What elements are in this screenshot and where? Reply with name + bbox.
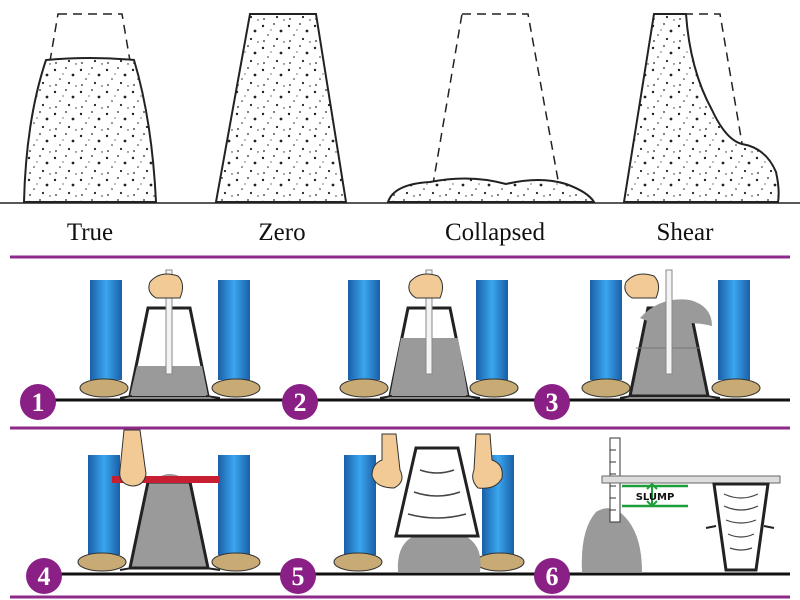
empty-mold <box>712 482 770 572</box>
slump-type-true <box>22 13 158 203</box>
boot-left <box>90 280 122 380</box>
step-3-number: 3 <box>546 388 559 417</box>
slump-type-shear <box>622 13 780 203</box>
step-5-panel <box>333 433 525 572</box>
shoe-right <box>211 378 261 398</box>
label-zero: Zero <box>258 219 305 246</box>
slumped-concrete <box>397 531 481 572</box>
step-1-number: 1 <box>32 388 45 417</box>
shoe-right <box>475 552 525 572</box>
step-6-number: 6 <box>546 562 559 591</box>
boot-right <box>218 455 250 555</box>
step-6-panel: SLUMP <box>581 437 781 572</box>
step-5-badge: 5 <box>280 558 316 594</box>
lifted-mold <box>394 446 480 538</box>
tamping-rod <box>665 269 673 375</box>
step-4-number: 4 <box>38 562 51 591</box>
step-2-badge: 2 <box>282 384 318 420</box>
boot-left <box>590 280 622 380</box>
shoe-left <box>339 378 389 398</box>
hand <box>148 273 184 299</box>
hand <box>119 429 147 487</box>
tamping-rod <box>165 269 173 375</box>
shoe-left <box>79 378 129 398</box>
boot-right <box>476 280 508 380</box>
hand <box>624 273 660 299</box>
label-collapsed: Collapsed <box>445 219 545 246</box>
shoe-left <box>581 378 631 398</box>
step-2-number: 2 <box>294 388 307 417</box>
shoe-left <box>77 552 127 572</box>
slump-type-collapsed <box>386 13 596 203</box>
hand-right <box>472 433 503 489</box>
slumped-concrete <box>581 508 642 572</box>
boot-left <box>88 455 120 555</box>
concrete-fill <box>130 366 208 396</box>
mold-filled <box>128 480 210 570</box>
tamping-rod <box>425 269 433 375</box>
hand <box>408 273 444 299</box>
shoe-left <box>333 552 383 572</box>
label-true: True <box>67 219 113 246</box>
step-4-badge: 4 <box>26 558 62 594</box>
concrete-heap <box>640 299 712 326</box>
step-6-badge: 6 <box>534 558 570 594</box>
straight-edge <box>601 475 781 484</box>
strike-off-rod <box>112 476 220 483</box>
boot-right <box>218 280 250 380</box>
hand-left <box>371 433 403 489</box>
boot-right <box>718 280 750 380</box>
step-1-panel <box>79 269 261 399</box>
boot-left <box>348 280 380 380</box>
shoe-right <box>211 552 261 572</box>
boot-left <box>344 455 376 555</box>
slump-type-zero <box>214 13 348 203</box>
label-shear: Shear <box>657 219 715 246</box>
step-3-badge: 3 <box>534 384 570 420</box>
step-2-panel <box>339 269 519 399</box>
step-5-number: 5 <box>292 562 305 591</box>
step-4-panel <box>77 429 261 572</box>
slump-gauge-label: SLUMP <box>636 492 675 503</box>
shoe-right <box>469 378 519 398</box>
step-1-badge: 1 <box>20 384 56 420</box>
shoe-right <box>711 378 761 398</box>
step-3-panel <box>581 269 761 399</box>
